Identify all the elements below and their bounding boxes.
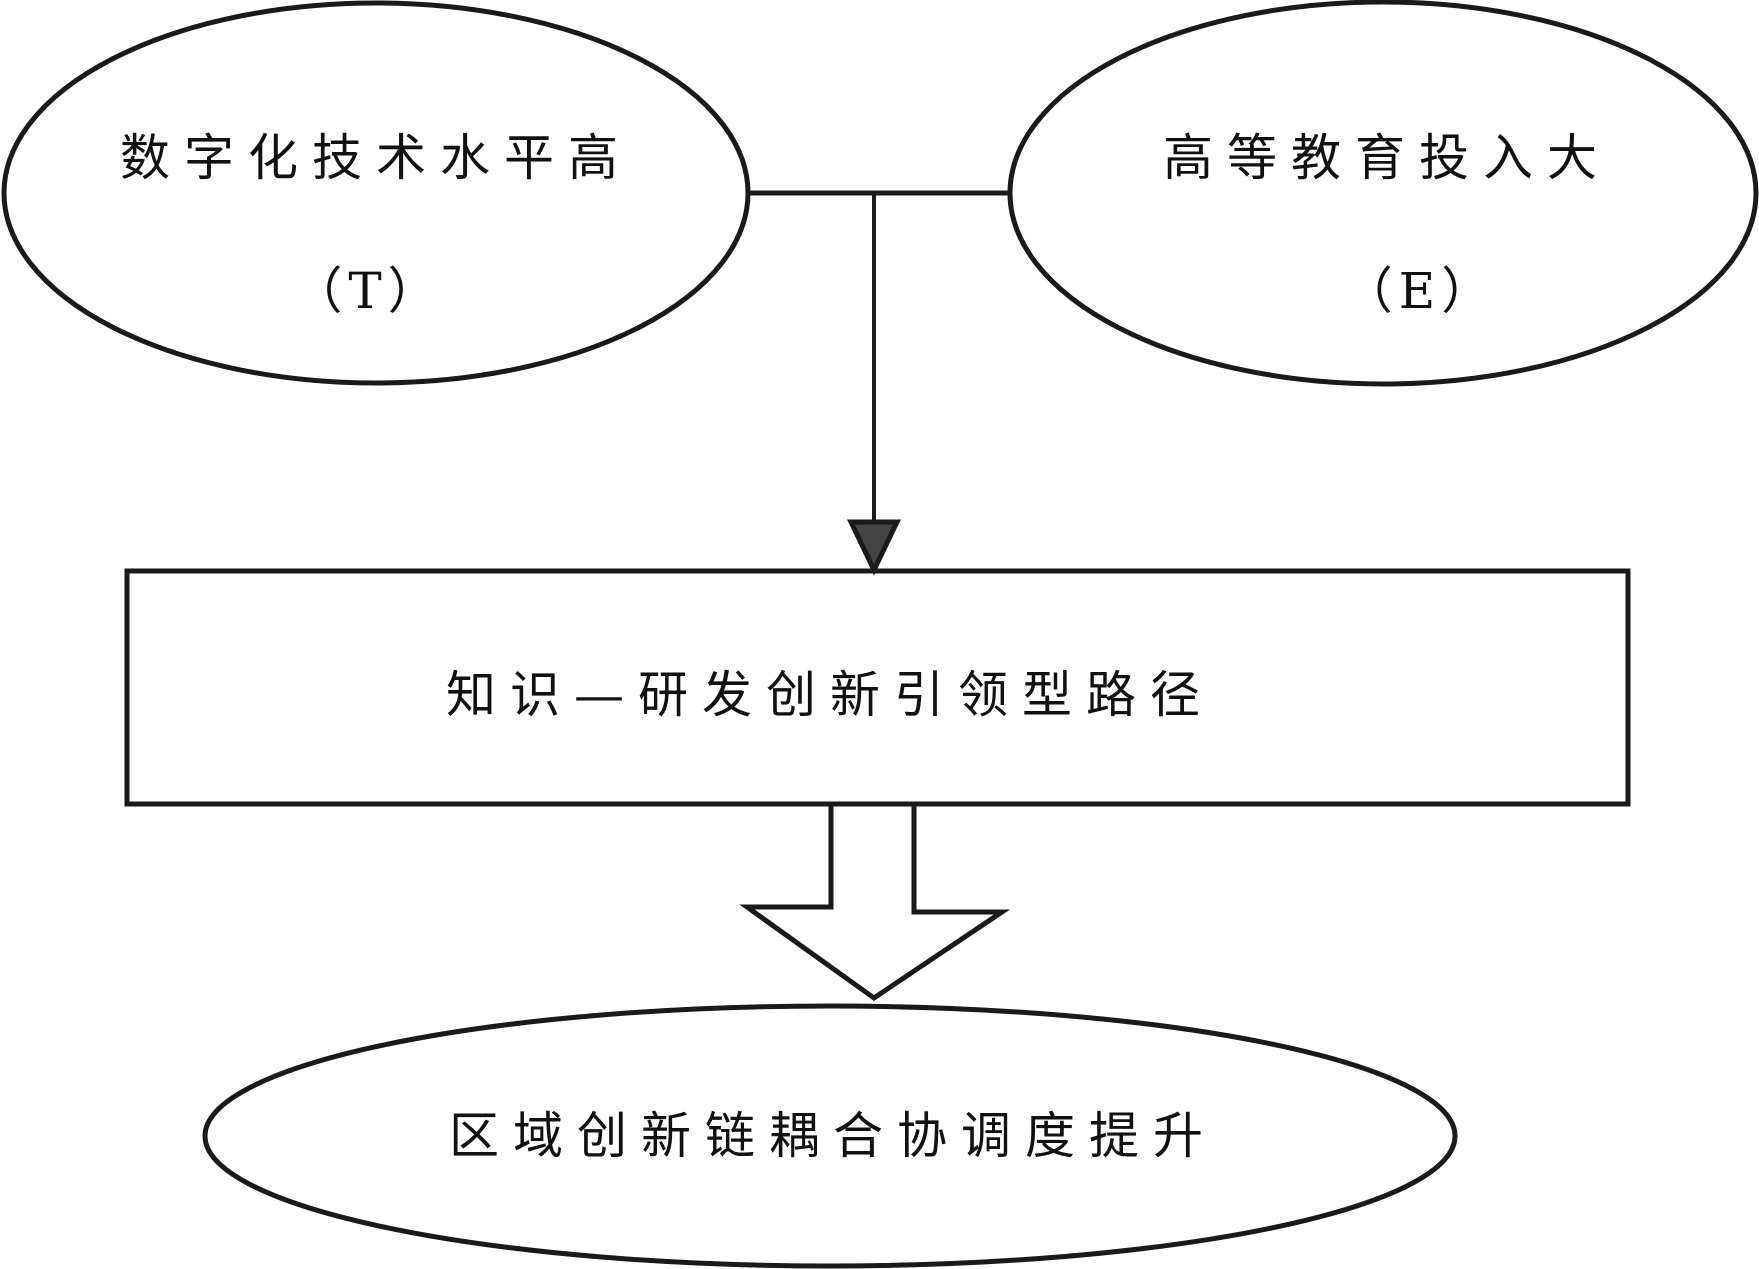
node-E-ellipse	[1007, 0, 1759, 387]
node-T-label: 数字化技术水平高	[120, 129, 632, 187]
node-T-code: （T）	[292, 262, 444, 320]
node-E-label: 高等教育投入大	[1163, 129, 1611, 187]
node-E-code: （E）	[1342, 262, 1498, 320]
solid-arrowhead	[847, 519, 901, 576]
node-outcome-ellipse	[202, 1003, 1458, 1269]
node-T-ellipse	[1, 0, 751, 386]
hollow-block-arrow	[739, 801, 1011, 1002]
node-path-label: 知识—研发创新引领型路径	[446, 666, 1214, 724]
node-outcome-label: 区域创新链耦合协调度提升	[449, 1107, 1217, 1165]
